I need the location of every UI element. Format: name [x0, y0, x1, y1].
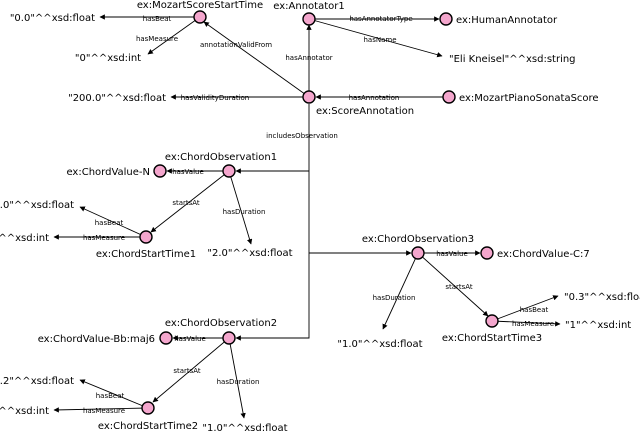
literal-label: "0.0"^^xsd:float: [0, 200, 74, 211]
node-label: ex:ChordStartTime2: [98, 421, 198, 432]
literal-label: "2.0"^^xsd:float: [207, 248, 292, 259]
edge-starts-at-obs1: [150, 170, 230, 233]
literal-label: "1"^^xsd:int: [565, 320, 631, 331]
node-label: ex:ChordObservation1: [165, 152, 277, 163]
edge-has-duration-obs2: [228, 337, 246, 419]
literal-label: "1.0"^^xsd:float: [337, 339, 422, 350]
edge-label: hasMeasure: [83, 407, 125, 415]
node-label: ex:Annotator1: [273, 1, 344, 12]
edge-label: hasValue: [172, 168, 204, 176]
edge-has-measure-obs2: [53, 407, 149, 413]
node-annotator1[interactable]: [302, 12, 316, 26]
literal-label: "200.0"^^xsd:float: [68, 93, 166, 104]
edge-labels: hasBeat hasMeasure annotationValidFrom h…: [83, 15, 554, 415]
edge-has-duration-obs1: [228, 170, 253, 245]
edges: [53, 14, 561, 419]
edge-starts-at-obs2: [152, 337, 230, 403]
edge-label: hasAnnotator: [285, 54, 332, 62]
edge-label: hasMeasure: [512, 320, 554, 328]
node-chord-start-time3[interactable]: [485, 314, 499, 328]
edge-label: hasBeat: [143, 15, 172, 23]
edge-includes-observation: [235, 104, 310, 341]
node-chord-start-time1[interactable]: [139, 230, 153, 244]
edge-label: hasMeasure: [83, 234, 125, 242]
node-chord-observation3[interactable]: [411, 246, 425, 260]
edge-label: hasAnnotation: [349, 94, 400, 102]
literal-label: "0.0"^^xsd:float: [10, 13, 95, 24]
node-label: "Eli Kneisel"^^xsd:string: [449, 54, 576, 65]
node-label: ex:ChordStartTime1: [96, 249, 196, 260]
edge-label: annotationValidFrom: [200, 41, 272, 49]
edge-has-beat-obs3: [491, 295, 559, 322]
node-label: ex:HumanAnnotator: [456, 15, 558, 26]
edge-label: hasName: [363, 36, 396, 44]
edge-label: hasDuration: [373, 294, 416, 302]
node-mozart-score-start-time[interactable]: [193, 10, 207, 24]
edge-label: hasBeat: [95, 219, 124, 227]
node-mozart-piano-sonata-score[interactable]: [442, 90, 456, 104]
node-label: ex:ScoreAnnotation: [316, 106, 414, 117]
node-label: ex:ChordValue-N: [66, 167, 150, 178]
node-label: ex:MozartScoreStartTime: [137, 0, 263, 11]
edge-label: hasValue: [174, 335, 206, 343]
edge-label: startsAt: [172, 199, 200, 207]
edge-label: hasBeat: [520, 306, 549, 314]
edge-label: includesObservation: [266, 132, 338, 140]
node-chord-observation2[interactable]: [222, 331, 236, 345]
node-label: ex:MozartPianoSonataScore: [459, 93, 599, 104]
nodes: [139, 10, 499, 415]
edge-label: hasMeasure: [136, 35, 178, 43]
edge-label: hasDuration: [223, 208, 266, 216]
literal-label: "0.3"^^xsd:float: [564, 292, 640, 303]
edge-label: hasBeat: [96, 392, 125, 400]
edge-has-measure-top: [147, 16, 201, 55]
node-chord-start-time2[interactable]: [141, 401, 155, 415]
node-label: ex:ChordObservation2: [165, 318, 277, 329]
node-chord-value-c7[interactable]: [480, 246, 494, 260]
edge-label: startsAt: [173, 367, 201, 375]
node-human-annotator[interactable]: [439, 12, 453, 26]
edge-has-beat-obs1: [79, 206, 147, 238]
edge-label: hasAnnotatorType: [349, 15, 412, 23]
edge-label: hasValidityDuration: [181, 94, 249, 102]
literal-label: "1"^^xsd:int: [0, 233, 49, 244]
node-label: ex:ChordValue-Bb:maj6: [38, 334, 155, 345]
edge-has-measure-obs3: [491, 320, 561, 327]
node-label: ex:ChordValue-C:7: [497, 249, 590, 260]
edge-annotation-valid-from: [203, 21, 310, 98]
node-chord-value-n[interactable]: [153, 164, 167, 178]
edge-has-beat-obs2: [79, 379, 149, 409]
edge-has-name: [308, 18, 443, 58]
edge-starts-at-obs3: [417, 252, 489, 317]
node-score-annotation[interactable]: [302, 90, 316, 104]
edge-has-duration-obs3: [382, 252, 419, 330]
literal-label: "1.0"^^xsd:float: [202, 423, 287, 433]
edge-label: startsAt: [445, 283, 473, 291]
node-label: ex:ChordObservation3: [362, 234, 474, 245]
literal-label: "1"^^xsd:int: [0, 406, 49, 417]
literal-label: "0.2"^^xsd:float: [0, 376, 74, 387]
edge-label: hasDuration: [217, 378, 260, 386]
literal-label: "0"^^xsd:int: [75, 53, 141, 64]
node-chord-observation1[interactable]: [222, 164, 236, 178]
node-label: ex:ChordStartTime3: [442, 333, 542, 344]
node-chord-value-bbmaj6[interactable]: [159, 331, 173, 345]
edge-label: hasValue: [436, 250, 468, 258]
